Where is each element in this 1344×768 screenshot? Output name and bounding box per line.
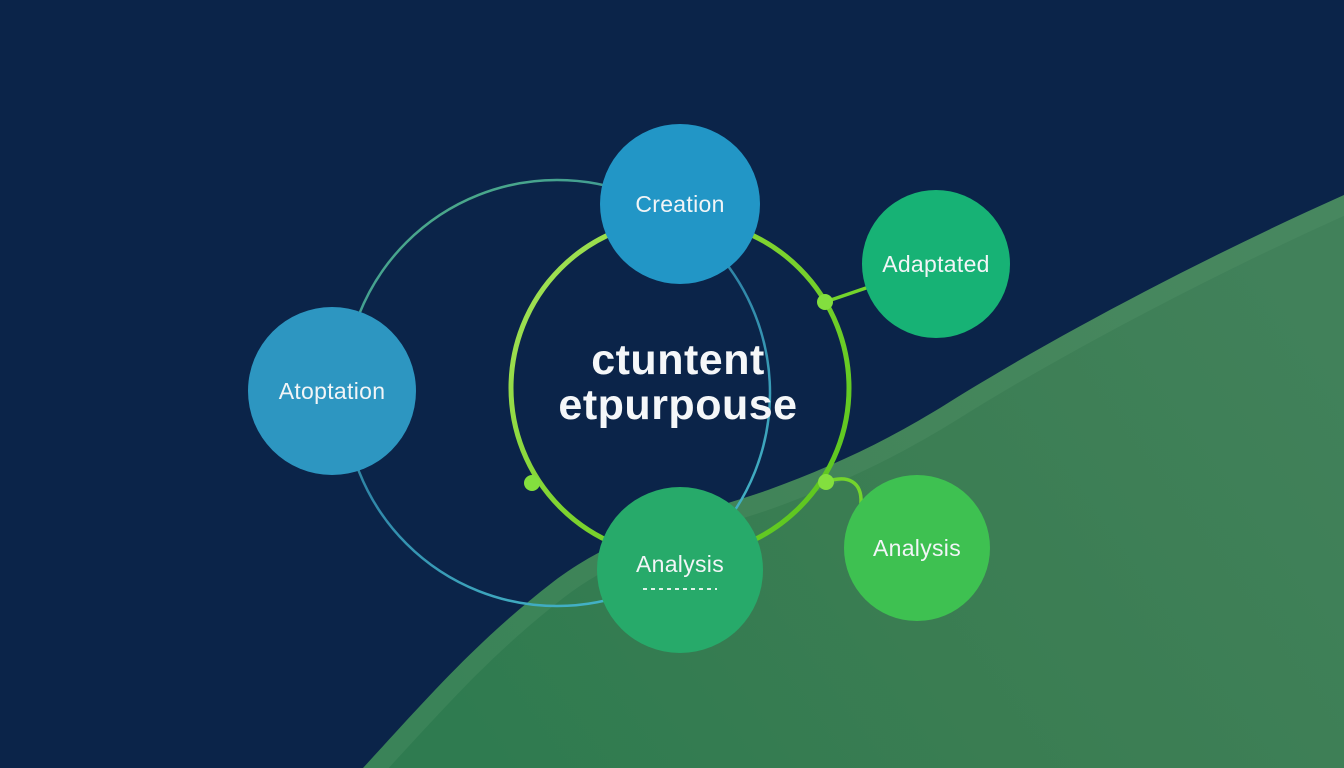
node-adaptated-label: Adaptated: [882, 250, 990, 277]
node-analysis-center: Analysis: [597, 487, 763, 653]
analysis-dashed-underline: [643, 587, 717, 590]
node-analysis-right-label: Analysis: [872, 534, 962, 561]
node-analysis-center-label: Analysis: [635, 550, 725, 577]
node-adaptated: Adaptated: [862, 190, 1010, 338]
center-title-line1: ctuntent: [591, 336, 765, 384]
node-atoptation-label: Atoptation: [278, 377, 386, 404]
ring-dot-bottom-right: [818, 474, 834, 490]
ring-node-dots: [524, 294, 834, 491]
center-title: ctuntent etpurpouse: [528, 336, 828, 430]
ring-dot-bottom-left: [524, 475, 540, 491]
node-analysis-right: Analysis: [844, 475, 990, 621]
node-creation-label: Creation: [635, 190, 725, 217]
node-atoptation: Atoptation: [248, 307, 416, 475]
ring-dot-right: [817, 294, 833, 310]
center-title-line2: etpurpouse: [558, 381, 798, 430]
node-creation: Creation: [600, 124, 760, 284]
